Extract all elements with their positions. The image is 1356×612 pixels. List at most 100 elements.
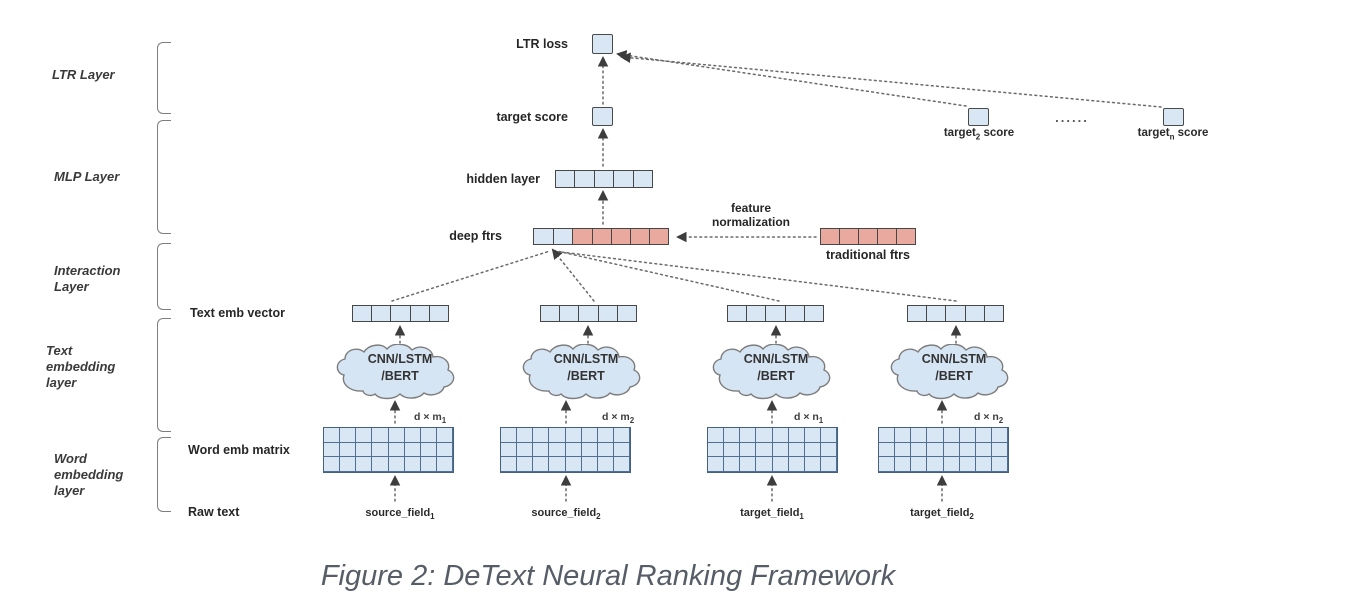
raw-text-label: Raw text bbox=[188, 505, 240, 519]
cell bbox=[740, 442, 757, 458]
dim-sub: 2 bbox=[629, 416, 635, 426]
deep-ftrs-label: deep ftrs bbox=[449, 229, 502, 243]
cell bbox=[991, 442, 1008, 458]
cell bbox=[788, 428, 805, 443]
cell bbox=[533, 442, 550, 458]
field-text: source_field bbox=[531, 507, 597, 519]
cell bbox=[549, 442, 566, 458]
cell bbox=[975, 457, 992, 472]
cell bbox=[878, 229, 897, 244]
cell bbox=[895, 457, 912, 472]
cell bbox=[581, 428, 598, 443]
cell bbox=[756, 457, 773, 472]
cell bbox=[356, 442, 373, 458]
dim-sub: 1 bbox=[818, 416, 824, 426]
cell bbox=[946, 306, 966, 321]
dim-sub: 1 bbox=[441, 416, 447, 426]
cell bbox=[927, 306, 947, 321]
cell bbox=[533, 428, 550, 443]
feature-normalization-label: feature normalization bbox=[711, 201, 790, 229]
cell bbox=[340, 442, 357, 458]
cell bbox=[966, 306, 985, 321]
hidden-layer-label: hidden layer bbox=[466, 172, 540, 186]
dim-sub: 2 bbox=[998, 416, 1004, 426]
cell bbox=[724, 457, 741, 472]
cell bbox=[943, 442, 960, 458]
cell bbox=[740, 457, 757, 472]
cell bbox=[740, 428, 757, 443]
cell bbox=[372, 442, 389, 458]
cell bbox=[340, 428, 357, 443]
cell bbox=[573, 229, 593, 244]
cell bbox=[756, 428, 773, 443]
dim-label: d × m1 bbox=[414, 411, 446, 425]
ellipsis-dots: ...... bbox=[1055, 110, 1089, 125]
text-emb-vector-cells bbox=[540, 305, 637, 322]
word-emb-matrix-label: Word emb matrix bbox=[188, 443, 290, 457]
cell bbox=[747, 306, 767, 321]
cell bbox=[975, 428, 992, 443]
cell bbox=[650, 229, 668, 244]
field-sub: 2 bbox=[969, 512, 974, 522]
cell bbox=[436, 442, 453, 458]
cell bbox=[985, 306, 1003, 321]
cell bbox=[430, 306, 448, 321]
cell bbox=[420, 457, 437, 472]
cell bbox=[356, 428, 373, 443]
cell bbox=[631, 229, 650, 244]
cell bbox=[820, 428, 837, 443]
target2-score-label: target2 score bbox=[918, 127, 1040, 141]
field-sub: 1 bbox=[799, 512, 804, 522]
figure-caption: Figure 2: DeText Neural Ranking Framewor… bbox=[320, 560, 896, 592]
word-embedding-layer-bracket bbox=[157, 437, 171, 512]
cell bbox=[908, 306, 928, 321]
word-embedding-layer-label: Word embedding layer bbox=[54, 451, 124, 498]
cell bbox=[388, 442, 405, 458]
cell bbox=[927, 457, 944, 472]
cell bbox=[554, 229, 573, 244]
cell bbox=[560, 306, 580, 321]
cell bbox=[975, 442, 992, 458]
dim-label: d × n1 bbox=[794, 411, 823, 425]
cell bbox=[404, 457, 421, 472]
cell bbox=[404, 442, 421, 458]
cell bbox=[420, 442, 437, 458]
cell bbox=[959, 442, 976, 458]
cell bbox=[613, 442, 630, 458]
cell bbox=[724, 428, 741, 443]
cell bbox=[404, 428, 421, 443]
cell bbox=[556, 171, 576, 187]
cell bbox=[340, 457, 357, 472]
field-label: target_field1 bbox=[712, 507, 832, 521]
cell bbox=[533, 457, 550, 472]
score-sub: n bbox=[1169, 132, 1175, 142]
cell bbox=[353, 306, 373, 321]
deep-features-pink-cells bbox=[572, 229, 668, 244]
cell bbox=[565, 457, 582, 472]
word-emb-matrix-grid bbox=[707, 427, 838, 473]
cell bbox=[517, 457, 534, 472]
cnn-lstm-bert-cloud: CNN/LSTM /BERT bbox=[706, 344, 846, 400]
mlp-layer-bracket bbox=[157, 120, 171, 234]
cell bbox=[820, 457, 837, 472]
cell bbox=[391, 306, 411, 321]
cell bbox=[991, 428, 1008, 443]
cell bbox=[324, 428, 341, 443]
cell bbox=[911, 428, 928, 443]
cloud-shape-icon bbox=[890, 344, 1009, 400]
word-emb-matrix-grid bbox=[323, 427, 454, 473]
cell bbox=[786, 306, 805, 321]
cell bbox=[436, 428, 453, 443]
cell bbox=[708, 428, 725, 443]
interaction-layer-bracket bbox=[157, 243, 171, 310]
cell bbox=[597, 442, 614, 458]
cell bbox=[565, 428, 582, 443]
word-emb-matrix-grid bbox=[878, 427, 1009, 473]
cell bbox=[895, 442, 912, 458]
field-label: target_field2 bbox=[882, 507, 1002, 521]
cell bbox=[614, 171, 634, 187]
interaction-layer-label: Interaction Layer bbox=[54, 263, 121, 294]
cell bbox=[517, 442, 534, 458]
